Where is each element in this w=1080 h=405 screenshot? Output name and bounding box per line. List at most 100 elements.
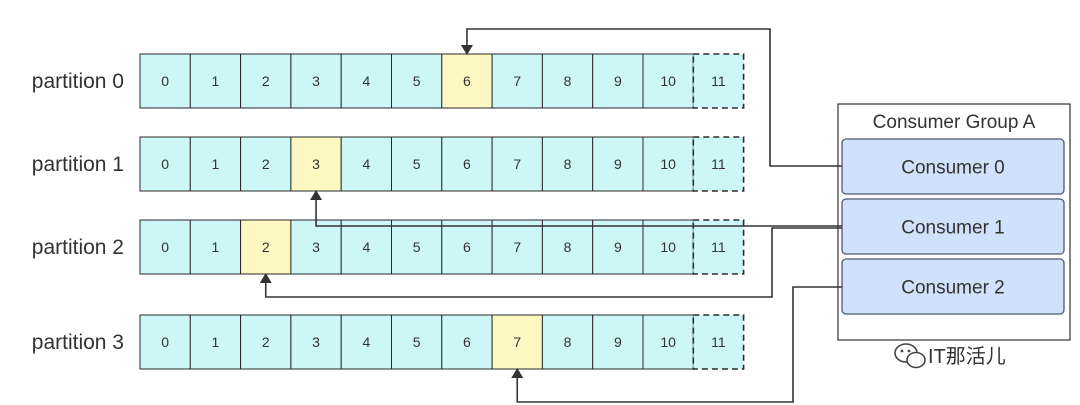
offset-label: 0 — [161, 156, 169, 172]
offset-label: 5 — [413, 73, 421, 89]
consumer-label: Consumer 0 — [901, 158, 1005, 179]
offset-label: 1 — [212, 334, 220, 350]
offset-label: 0 — [161, 334, 169, 350]
offset-cell — [592, 53, 644, 109]
offset-label: 1 — [212, 156, 220, 172]
offset-cell — [541, 314, 594, 370]
offset-label: 7 — [513, 73, 521, 89]
offset-cell — [391, 219, 443, 275]
offset-label: 3 — [312, 73, 320, 89]
committed-offset-cell — [290, 136, 342, 192]
offset-label: 11 — [711, 334, 726, 350]
offset-label: 1 — [212, 239, 220, 255]
offset-label: 4 — [362, 239, 370, 255]
offset-label: 2 — [262, 334, 270, 350]
offset-cell — [240, 53, 292, 109]
offset-label: 3 — [312, 156, 320, 172]
offset-cell — [240, 314, 292, 370]
committed-offset-cell — [441, 53, 493, 109]
pending-offset-cell — [692, 53, 745, 109]
offset-cell — [592, 219, 644, 275]
offset-label: 9 — [614, 334, 622, 350]
consumer-0: Consumer 0 — [841, 138, 1065, 195]
pending-offset-cell — [692, 314, 745, 370]
offset-label: 1 — [212, 73, 220, 89]
committed-offset-cell — [491, 314, 543, 370]
offset-label: 0 — [161, 73, 169, 89]
pending-offset-cell — [692, 219, 745, 275]
offset-cell — [441, 314, 493, 370]
assignment-arrows — [259, 28, 842, 403]
offset-cell — [441, 136, 493, 192]
offset-label: 9 — [614, 156, 622, 172]
offset-cell — [340, 314, 393, 370]
committed-offset-cell — [240, 219, 292, 275]
offset-cell — [441, 219, 493, 275]
offset-cell — [391, 314, 443, 370]
offset-cell — [541, 136, 594, 192]
offset-label: 10 — [660, 334, 676, 350]
offset-cell — [139, 136, 191, 192]
offset-cell — [290, 314, 342, 370]
arrow-consumer2-partition3 — [511, 286, 842, 403]
offset-cell — [139, 314, 191, 370]
offset-cell — [189, 219, 242, 275]
watermark: IT那活儿 — [894, 343, 1006, 369]
offset-label: 9 — [614, 239, 622, 255]
partition-label: partition 0 — [32, 70, 124, 93]
offset-cell — [491, 136, 543, 192]
offset-cell — [139, 53, 191, 109]
offset-label: 6 — [463, 73, 471, 89]
offset-label: 11 — [711, 73, 726, 89]
partition-label: partition 3 — [32, 331, 124, 354]
offset-cell — [240, 136, 292, 192]
consumer-group: Consumer Group A Consumer 0 Consumer 1Con… — [837, 103, 1071, 341]
offset-cell — [541, 53, 594, 109]
offset-label: 0 — [161, 239, 169, 255]
offset-cell — [189, 314, 242, 370]
offset-label: 8 — [564, 73, 572, 89]
watermark-text: IT那活儿 — [928, 345, 1006, 368]
arrow-consumer1-partition2 — [259, 227, 842, 298]
offset-label: 8 — [564, 239, 572, 255]
wechat-icon — [894, 343, 926, 369]
offset-label: 6 — [463, 334, 471, 350]
consumer-2: Consumer 2 — [841, 258, 1065, 315]
offset-label: 3 — [312, 239, 320, 255]
offset-label: 2 — [262, 239, 270, 255]
offset-label: 8 — [564, 156, 572, 172]
offset-label: 6 — [463, 239, 471, 255]
offset-cell — [592, 136, 644, 192]
offset-label: 5 — [413, 334, 421, 350]
offset-label: 7 — [513, 334, 521, 350]
arrow-consumer0-partition0 — [460, 28, 842, 167]
arrow-consumer1-partition1 — [310, 190, 842, 227]
partition-label: partition 1 — [32, 153, 124, 176]
offset-cell — [139, 219, 191, 275]
offset-label: 3 — [312, 334, 320, 350]
offset-cell — [391, 136, 443, 192]
offset-cell — [189, 53, 242, 109]
offset-label: 5 — [413, 156, 421, 172]
pending-offset-cell — [692, 136, 745, 192]
offset-cell — [340, 53, 393, 109]
offset-cell — [391, 53, 443, 109]
offset-label: 8 — [564, 334, 572, 350]
offset-label: 11 — [711, 156, 726, 172]
offset-label: 4 — [362, 156, 370, 172]
partition-label: partition 2 — [32, 236, 124, 259]
offset-label: 9 — [614, 73, 622, 89]
offset-label: 2 — [262, 156, 270, 172]
offset-label: 10 — [660, 156, 676, 172]
consumer-1: Consumer 1 — [841, 198, 1065, 255]
offset-cell — [340, 136, 393, 192]
offset-cell — [189, 136, 242, 192]
offset-label: 4 — [362, 73, 370, 89]
consumer-group-title: Consumer Group A — [873, 112, 1036, 133]
